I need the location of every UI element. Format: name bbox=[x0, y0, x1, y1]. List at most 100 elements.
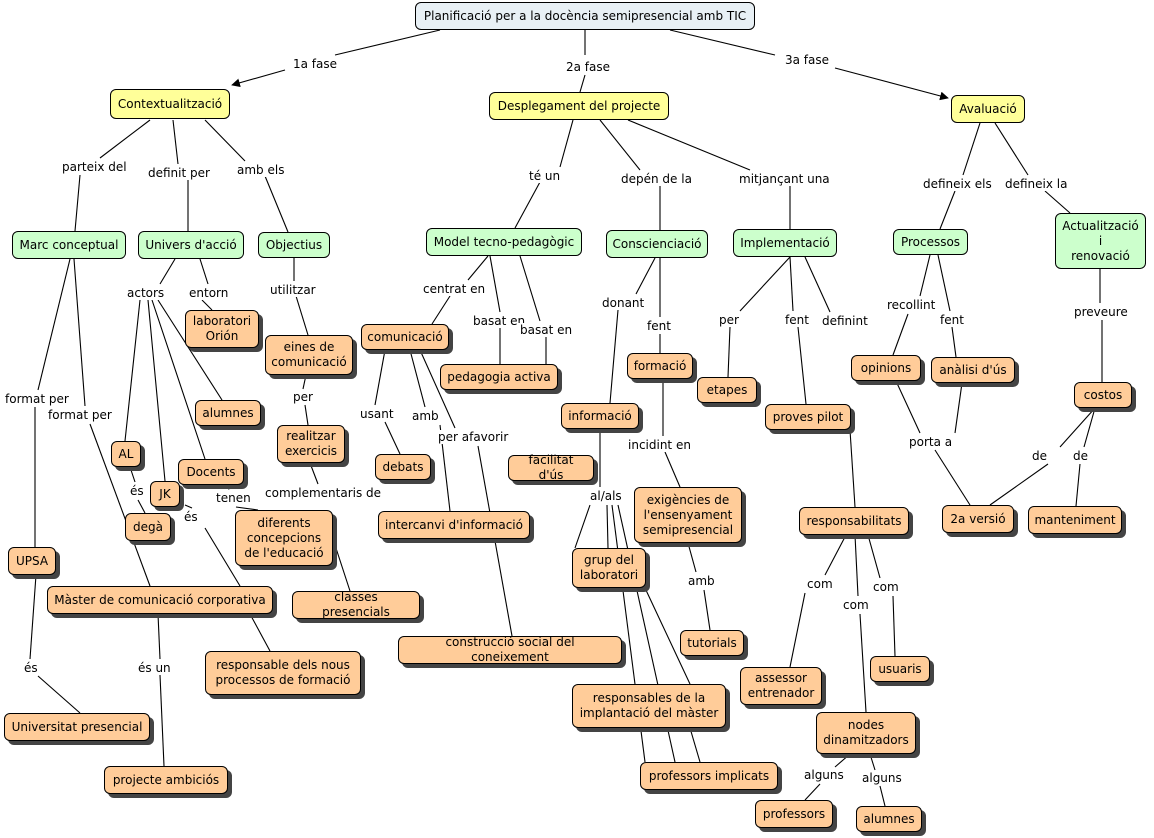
node-intercanvi[interactable]: intercanvi d'informació bbox=[378, 511, 530, 539]
link-label-porta: porta a bbox=[907, 435, 955, 449]
node-pedagogia[interactable]: pedagogia activa bbox=[440, 364, 558, 390]
node-debats[interactable]: debats bbox=[375, 454, 431, 480]
node-formacio[interactable]: formació bbox=[627, 353, 693, 379]
node-proves[interactable]: proves pilot bbox=[765, 404, 851, 430]
connector-line bbox=[789, 256, 794, 312]
connector-line bbox=[934, 449, 971, 506]
node-al[interactable]: AL bbox=[111, 441, 141, 467]
connector-line bbox=[137, 499, 146, 514]
connector-line bbox=[374, 349, 386, 406]
node-assessor[interactable]: assessor entrenador bbox=[740, 667, 822, 705]
node-diferents[interactable]: diferents concepcions de l'educació bbox=[235, 510, 333, 566]
node-alumnes2[interactable]: alumnes bbox=[856, 806, 922, 832]
node-actualitzacio[interactable]: Actualització i renovació bbox=[1055, 213, 1146, 269]
connector-line bbox=[689, 727, 701, 763]
node-alumnes1[interactable]: alumnes bbox=[195, 400, 261, 426]
node-dega[interactable]: degà bbox=[125, 513, 171, 541]
connector-line bbox=[129, 466, 136, 483]
node-laboratori[interactable]: laboratori Orión bbox=[185, 310, 259, 348]
link-label-fent1: fent bbox=[645, 319, 673, 333]
node-tutorials[interactable]: tutorials bbox=[680, 630, 744, 656]
connector-line bbox=[849, 429, 856, 508]
node-implementacio[interactable]: Implementació bbox=[733, 229, 837, 257]
node-processos[interactable]: Processos bbox=[893, 229, 968, 255]
link-label-fent2: fent bbox=[783, 313, 811, 327]
node-informacio[interactable]: informació bbox=[561, 403, 639, 429]
node-etapes[interactable]: etapes bbox=[697, 377, 757, 403]
node-usuaris[interactable]: usuaris bbox=[870, 656, 930, 682]
connector-line bbox=[606, 504, 609, 549]
link-label-parteix: parteix del bbox=[60, 160, 129, 174]
connector-line bbox=[1059, 407, 1096, 448]
node-upsa[interactable]: UPSA bbox=[8, 547, 56, 575]
link-label-fent3: fent bbox=[938, 313, 966, 327]
node-professors-implicats[interactable]: professors implicats bbox=[640, 762, 778, 790]
node-responsable-nous[interactable]: responsable dels nous processos de forma… bbox=[205, 651, 361, 695]
node-exigencies[interactable]: exigències de l'ensenyament semipresenci… bbox=[634, 487, 742, 543]
node-desplegament[interactable]: Desplegament del projecte bbox=[489, 92, 669, 120]
connector-line bbox=[627, 119, 751, 171]
connector-line bbox=[467, 255, 489, 281]
node-2a-versio[interactable]: 2a versió bbox=[942, 505, 1014, 533]
node-responsables-implantacio[interactable]: responsables de la implantació del màste… bbox=[572, 684, 726, 728]
node-conscienciacio[interactable]: Conscienciació bbox=[606, 230, 708, 258]
node-responsabilitats[interactable]: responsabilitats bbox=[799, 507, 909, 535]
node-opinions[interactable]: opinions bbox=[851, 355, 921, 381]
connector-line bbox=[859, 613, 867, 713]
connector-line bbox=[664, 451, 681, 488]
connector-line bbox=[834, 753, 851, 768]
node-objectius[interactable]: Objectius bbox=[258, 232, 330, 258]
node-construccio[interactable]: construcció social del coneixement bbox=[398, 635, 622, 664]
node-master[interactable]: Màster de comunicació corporativa bbox=[47, 586, 273, 614]
link-label-format2: format per bbox=[46, 408, 114, 422]
connector-line bbox=[892, 313, 909, 356]
connector-line bbox=[159, 674, 165, 767]
connector-line bbox=[409, 349, 426, 408]
link-label-defineix-la: defineix la bbox=[1003, 177, 1070, 191]
link-label-per1: per bbox=[717, 313, 741, 327]
connector-line bbox=[157, 613, 161, 660]
connector-line bbox=[797, 326, 807, 405]
connector-line bbox=[739, 256, 791, 312]
node-univers[interactable]: Univers d'acció bbox=[138, 231, 244, 259]
link-label-de1: de bbox=[1030, 449, 1049, 463]
connector-line bbox=[867, 534, 881, 579]
connector-line bbox=[74, 174, 81, 232]
node-professors[interactable]: professors bbox=[755, 800, 833, 828]
node-projecte[interactable]: projecte ambiciós bbox=[104, 766, 228, 794]
node-jk[interactable]: JK bbox=[150, 481, 180, 507]
node-realitzar[interactable]: realitzar exercicis bbox=[277, 425, 345, 463]
link-label-es2: és bbox=[182, 510, 200, 524]
node-model[interactable]: Model tecno-pedagògic bbox=[426, 228, 582, 256]
connector-line bbox=[609, 309, 619, 404]
node-costos[interactable]: costos bbox=[1074, 382, 1132, 408]
node-avaluacio[interactable]: Avaluació bbox=[951, 95, 1025, 123]
node-contextualitzacio[interactable]: Contextualització bbox=[110, 89, 230, 119]
node-eines[interactable]: eines de comunicació bbox=[265, 335, 353, 375]
connector-line bbox=[384, 421, 401, 455]
link-label-com3: com bbox=[871, 580, 901, 594]
connector-line bbox=[302, 374, 307, 390]
link-label-te-un: té un bbox=[527, 169, 563, 183]
node-facilitat[interactable]: facilitat d'ús bbox=[508, 453, 594, 482]
connector-line bbox=[235, 506, 259, 511]
connector-line bbox=[789, 592, 806, 668]
node-classes[interactable]: classes presencials bbox=[292, 590, 420, 619]
node-manteniment[interactable]: manteniment bbox=[1028, 506, 1122, 534]
connector-line bbox=[419, 349, 456, 429]
link-label-al-als: al/als bbox=[588, 489, 624, 503]
node-comunicacio[interactable]: comunicació bbox=[361, 324, 449, 350]
connector-line bbox=[895, 380, 921, 434]
node-nodes-dinamitzadors[interactable]: nodes dinamitzadors bbox=[816, 712, 916, 754]
connector-line bbox=[227, 484, 246, 490]
root-node[interactable]: Planificació per a la docència semiprese… bbox=[415, 2, 755, 30]
node-marc-conceptual[interactable]: Marc conceptual bbox=[12, 231, 126, 259]
link-label-basat2: basat en bbox=[518, 323, 575, 337]
node-universitat[interactable]: Universitat presencial bbox=[4, 713, 150, 741]
node-grup-laboratori[interactable]: grup del laboratori bbox=[572, 548, 646, 588]
node-analisi[interactable]: anàlisi d'ús bbox=[931, 357, 1015, 383]
connector-line bbox=[157, 299, 223, 401]
connector-line bbox=[151, 299, 206, 460]
node-docents[interactable]: Docents bbox=[178, 459, 244, 485]
